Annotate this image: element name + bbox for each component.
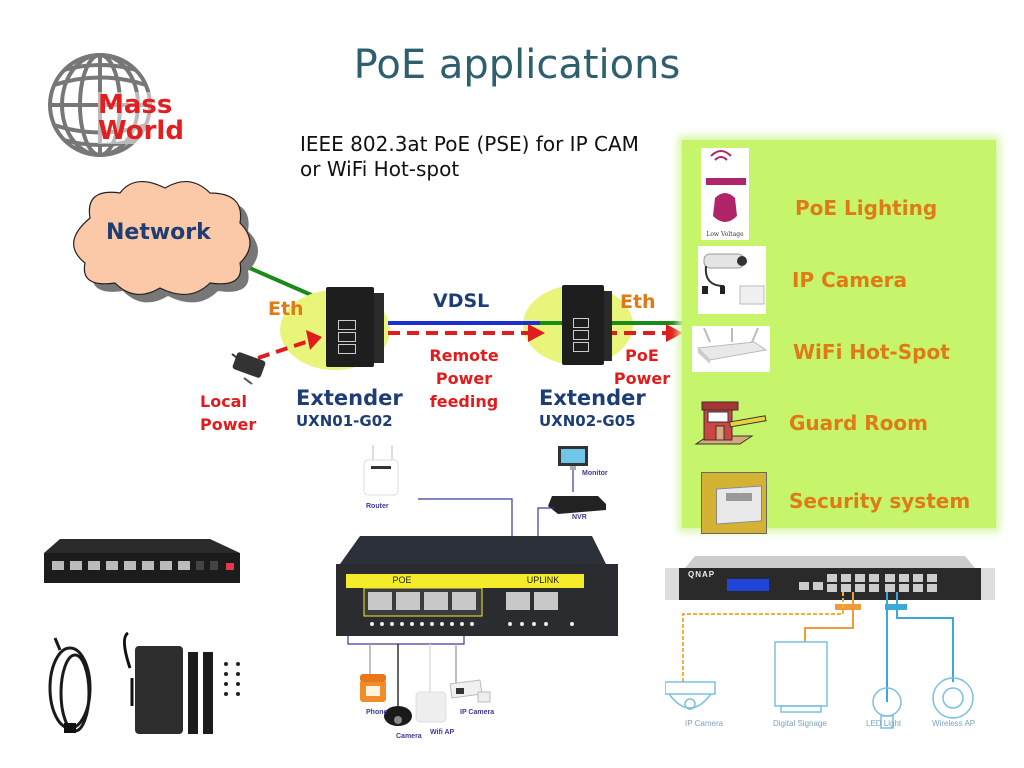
remote-power-arrowhead bbox=[528, 324, 545, 342]
ip-camera-label: IP Camera bbox=[460, 709, 495, 716]
extender-device-2 bbox=[562, 285, 612, 365]
local-power-label: Local Power bbox=[200, 390, 256, 436]
local-power-arrowhead bbox=[306, 330, 322, 350]
extender-1-title: Extender bbox=[296, 386, 403, 410]
guard-room-icon bbox=[690, 388, 770, 459]
poe-power-label: PoE Power bbox=[612, 344, 672, 390]
power-brick-icon bbox=[123, 631, 183, 734]
nvr-label: NVR bbox=[572, 514, 587, 521]
extender-device-1 bbox=[326, 287, 384, 367]
poe-lighting-icon: Low Voltage bbox=[701, 148, 749, 240]
security-system-icon bbox=[701, 472, 767, 534]
uplink-ports-label: UPLINK bbox=[526, 575, 560, 585]
remote-power-label: Remote Power feeding bbox=[428, 344, 500, 413]
digital-signage-icon bbox=[774, 641, 828, 713]
led-light-icon bbox=[872, 687, 902, 729]
remote-power-line-2: Power bbox=[435, 369, 493, 388]
extender-2-title: Extender bbox=[539, 386, 646, 410]
qnap-label-ip-camera: IP Camera bbox=[685, 719, 724, 728]
nvr-icon bbox=[548, 496, 606, 514]
app-label-security-system: Security system bbox=[789, 489, 971, 513]
wireless-ap-icon bbox=[932, 677, 974, 719]
router-icon bbox=[363, 445, 399, 496]
poe-ports-label: POE bbox=[392, 575, 412, 585]
app-label-poe-lighting: PoE Lighting bbox=[795, 196, 938, 220]
local-power-line-1: Local bbox=[200, 392, 247, 411]
qnap-label-led-light: LED Light bbox=[866, 719, 902, 728]
monitor-icon bbox=[558, 446, 588, 470]
wifi-router-icon bbox=[692, 326, 770, 372]
bullet-camera-icon bbox=[449, 679, 491, 703]
app-label-guard-room: Guard Room bbox=[789, 411, 929, 435]
network-label: Network bbox=[106, 220, 211, 245]
poe-power-arrowhead bbox=[666, 324, 683, 342]
local-power-line-2: Power bbox=[200, 415, 257, 434]
extender2-ports bbox=[573, 318, 589, 356]
remote-power-line-3: feeding bbox=[429, 392, 499, 411]
subtitle-line-2: or WiFi Hot-spot bbox=[300, 157, 460, 181]
eth-right-label: Eth bbox=[620, 291, 656, 313]
poe-power-line-2: Power bbox=[613, 369, 671, 388]
app-label-ip-camera: IP Camera bbox=[792, 268, 907, 292]
vdsl-label: VDSL bbox=[433, 290, 490, 312]
phone-label: Phone bbox=[366, 709, 388, 716]
logo-line-2: World bbox=[98, 116, 184, 146]
subtitle-line-1: IEEE 802.3at PoE (PSE) for IP CAM bbox=[300, 132, 639, 156]
remote-power-line-1: Remote bbox=[429, 346, 499, 365]
camera-label: Camera bbox=[396, 733, 422, 740]
qnap-label-digital-signage: Digital Signage bbox=[773, 719, 827, 728]
local-power-arrow bbox=[257, 338, 313, 360]
eth-left-label: Eth bbox=[268, 298, 304, 320]
poe-switch-diagram bbox=[336, 445, 618, 726]
logo-line-1: Mass bbox=[98, 90, 173, 120]
page-title: PoE applications bbox=[353, 42, 681, 88]
wifi-ap-label: Wifi AP bbox=[430, 729, 455, 736]
subtitle: IEEE 802.3at PoE (PSE) for IP CAM or WiF… bbox=[300, 132, 680, 182]
ip-camera-icon bbox=[698, 246, 766, 314]
poe-power-line-1: PoE bbox=[625, 346, 659, 365]
extender1-ports bbox=[338, 320, 356, 358]
power-cord-icon bbox=[48, 637, 92, 733]
cloud-icon bbox=[73, 181, 259, 303]
network-cloud: Network bbox=[60, 178, 270, 308]
monitor-label: Monitor bbox=[582, 470, 608, 477]
logo-text: Mass World bbox=[98, 92, 184, 144]
phone-icon bbox=[360, 674, 386, 702]
low-voltage-caption: Low Voltage bbox=[706, 231, 744, 238]
router-label: Router bbox=[366, 503, 389, 510]
qnap-brand: QNAP bbox=[688, 570, 716, 579]
app-label-wifi-hotspot: WiFi Hot-Spot bbox=[793, 340, 950, 364]
extender-1-model: UXN01-G02 bbox=[296, 412, 393, 430]
extender-2-model: UXN02-G05 bbox=[539, 412, 636, 430]
switch-accessories bbox=[40, 628, 250, 738]
extender-1-label: Extender UXN01-G02 bbox=[296, 386, 403, 430]
qnap-switch-diagram bbox=[665, 556, 995, 729]
qnap-label-wireless-ap: Wireless AP bbox=[932, 719, 976, 728]
screws-icon bbox=[224, 662, 240, 696]
dome-ip-camera-icon bbox=[665, 681, 716, 710]
power-adapter-icon bbox=[222, 352, 272, 391]
dome-camera-icon bbox=[384, 706, 412, 726]
mass-world-logo: Mass World bbox=[42, 50, 212, 160]
mounting-brackets-icon bbox=[188, 652, 213, 734]
eight-port-switch bbox=[40, 535, 240, 589]
wifi-ap-icon bbox=[415, 691, 447, 723]
extender-2-label: Extender UXN02-G05 bbox=[539, 386, 646, 430]
